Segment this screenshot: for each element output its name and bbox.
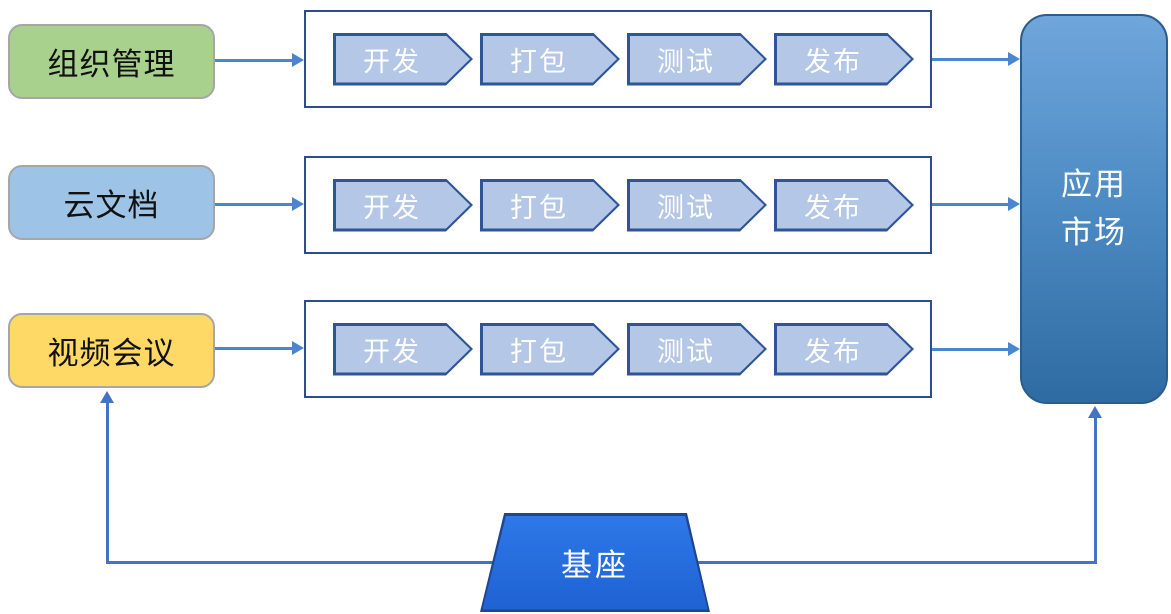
chevron-fill (336, 36, 470, 83)
chevron-fill (777, 36, 911, 83)
arrow-head-icon (292, 341, 304, 355)
trapezoid-fill (482, 515, 708, 610)
arrow-head-icon (100, 391, 114, 403)
step-label: 开发 (363, 192, 421, 224)
app-market-box: 应用 市场 (1020, 14, 1168, 404)
arrow-head-icon (1008, 342, 1020, 356)
step-develop: 开发 (333, 33, 473, 86)
step-label: 测试 (657, 192, 715, 224)
source-label: 组织管理 (47, 47, 176, 83)
source-box-org-management: 组织管理 (8, 24, 215, 99)
arrow-head-icon (1008, 197, 1020, 211)
chevron-fill (483, 36, 617, 83)
chevron-fill (630, 182, 764, 229)
arrow-line (932, 58, 1010, 61)
step-label: 打包 (510, 336, 568, 368)
step-test: 测试 (627, 323, 767, 376)
chevron-fill (630, 326, 764, 373)
arrow-org-to-pipeline (215, 53, 304, 68)
arrow-video-to-pipeline (215, 341, 304, 356)
source-box-cloud-docs: 云文档 (8, 165, 215, 240)
step-label: 开发 (363, 336, 421, 368)
arrow-line (932, 348, 1010, 351)
step-label: 打包 (510, 46, 568, 78)
step-package: 打包 (480, 179, 620, 232)
pipeline-box-3: 开发 打包 测试 发布 (304, 300, 932, 398)
source-label: 视频会议 (47, 336, 176, 372)
step-release: 发布 (774, 33, 914, 86)
app-market-label-line2: 市场 (1061, 215, 1127, 251)
chevron-fill (630, 36, 764, 83)
step-release: 发布 (774, 323, 914, 376)
arrow-line (932, 203, 1010, 206)
step-label: 打包 (510, 192, 568, 224)
step-label: 发布 (804, 192, 862, 224)
base-label: 基座 (561, 548, 629, 584)
arrow-base-to-video-meeting (100, 391, 115, 564)
app-market-label: 应用 市场 (1061, 161, 1127, 257)
app-market-label-line1: 应用 (1061, 166, 1127, 203)
step-label: 开发 (363, 46, 421, 78)
arrow-pipeline1-to-market (932, 52, 1020, 67)
arrow-head-icon (292, 197, 304, 211)
arrow-line (106, 401, 109, 564)
chevron-fill (777, 182, 911, 229)
chevron-fill (336, 182, 470, 229)
arrow-head-icon (292, 53, 304, 67)
step-package: 打包 (480, 323, 620, 376)
chevron-fill (336, 326, 470, 373)
arrow-head-icon (1008, 52, 1020, 66)
step-label: 测试 (657, 336, 715, 368)
base-trapezoid: 基座 (480, 513, 710, 612)
step-develop: 开发 (333, 179, 473, 232)
arrow-line (215, 203, 294, 206)
source-label: 云文档 (63, 188, 160, 224)
arrow-pipeline3-to-market (932, 342, 1020, 357)
pipeline-box-1: 开发 打包 测试 发布 (304, 10, 932, 108)
step-package: 打包 (480, 33, 620, 86)
pipeline-box-2: 开发 打包 测试 发布 (304, 156, 932, 254)
arrow-base-to-app-market (1088, 406, 1103, 564)
arrow-line (215, 59, 294, 62)
chevron-fill (483, 326, 617, 373)
chevron-fill (483, 182, 617, 229)
step-test: 测试 (627, 179, 767, 232)
arrow-pipeline2-to-market (932, 197, 1020, 212)
source-box-video-meeting: 视频会议 (8, 313, 215, 388)
step-label: 发布 (804, 46, 862, 78)
step-release: 发布 (774, 179, 914, 232)
chevron-fill (777, 326, 911, 373)
arrow-docs-to-pipeline (215, 197, 304, 212)
step-label: 测试 (657, 46, 715, 78)
step-test: 测试 (627, 33, 767, 86)
arrow-line (1094, 416, 1097, 564)
arrow-line (215, 347, 294, 350)
step-label: 发布 (804, 336, 862, 368)
arrow-head-icon (1088, 406, 1102, 418)
step-develop: 开发 (333, 323, 473, 376)
